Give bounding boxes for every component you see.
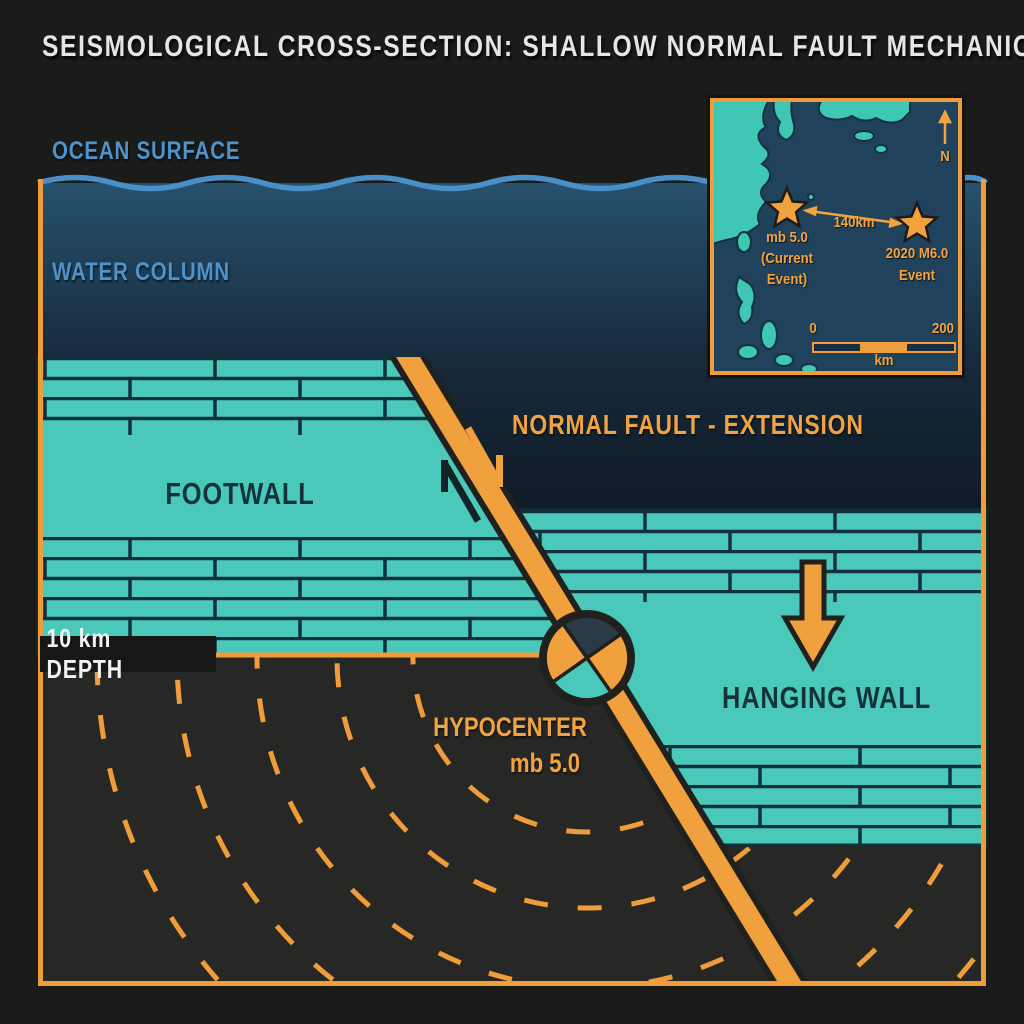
water-column-label: WATER COLUMN bbox=[52, 258, 231, 286]
map-scale-bar bbox=[812, 342, 956, 353]
scale-unit-label: km bbox=[874, 352, 894, 369]
north-arrow-icon bbox=[937, 109, 953, 144]
past-event-line2: Event bbox=[899, 267, 935, 284]
fault-label: NORMAL FAULT - EXTENSION bbox=[512, 409, 864, 440]
hypocenter-magnitude: mb 5.0 bbox=[509, 748, 581, 778]
distance-label: 140km bbox=[833, 214, 875, 231]
map-landmass bbox=[714, 102, 911, 371]
depth-label: 10 km DEPTH bbox=[46, 623, 123, 684]
hanging-wall-motion-arrow bbox=[464, 426, 503, 487]
scale-end-label: 200 bbox=[931, 320, 955, 337]
hanging-wall-label: HANGING WALL bbox=[722, 680, 931, 715]
current-event-magnitude: mb 5.0 bbox=[766, 229, 808, 246]
focal-mechanism-beachball bbox=[539, 610, 635, 706]
event-star-icons bbox=[763, 184, 941, 244]
figure-title: SEISMOLOGICAL CROSS-SECTION: SHALLOW NOR… bbox=[42, 30, 1024, 63]
footwall-motion-arrow bbox=[441, 460, 482, 523]
current-event-line2: (Current bbox=[760, 250, 814, 267]
north-label: N bbox=[940, 148, 950, 165]
current-event-star-icon bbox=[763, 184, 811, 229]
current-event-line3: Event) bbox=[766, 271, 808, 288]
past-event-magnitude: 2020 M6.0 bbox=[885, 245, 949, 262]
ocean-surface-label: OCEAN SURFACE bbox=[52, 137, 241, 165]
down-arrow-icon bbox=[780, 559, 846, 673]
past-event-star-icon bbox=[893, 199, 941, 244]
scale-start-label: 0 bbox=[809, 320, 817, 337]
section-frame bbox=[38, 179, 986, 986]
distance-arrow bbox=[802, 205, 904, 229]
inset-map-graphics bbox=[714, 102, 956, 371]
hypocenter-label: HYPOCENTER bbox=[433, 712, 587, 742]
footwall-label: FOOTWALL bbox=[165, 476, 315, 511]
depth-label-box: 10 km DEPTH bbox=[40, 623, 216, 684]
inset-location-map: mb 5.0 (Current Event) 2020 M6.0 Event 1… bbox=[710, 98, 962, 375]
